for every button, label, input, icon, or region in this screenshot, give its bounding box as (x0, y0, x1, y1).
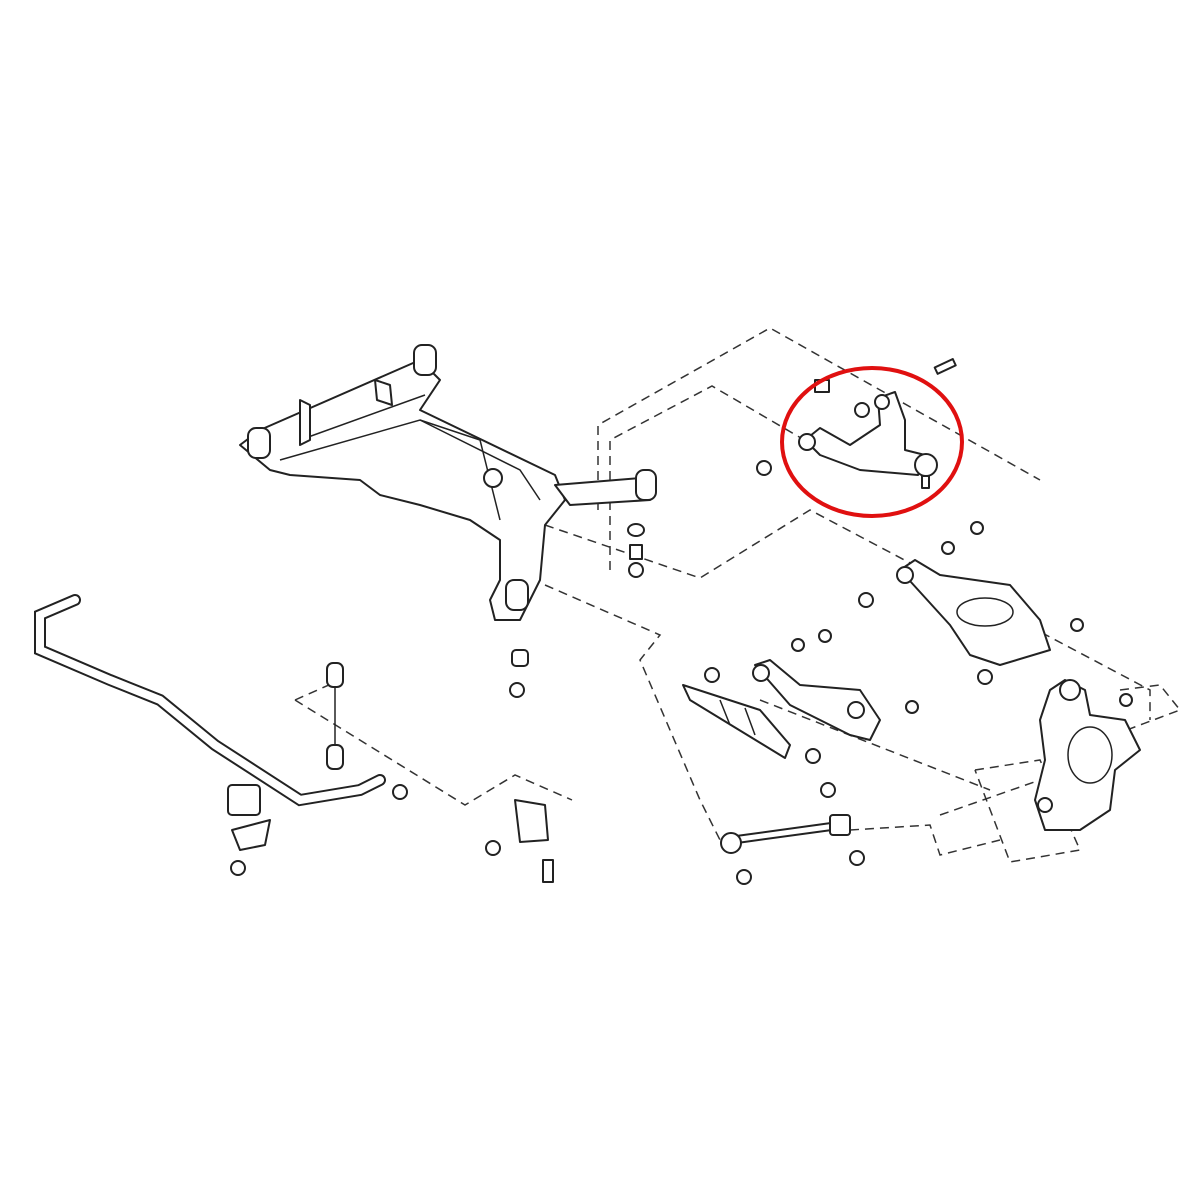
knuckle (1034, 679, 1141, 831)
stabilizer-bushing (227, 784, 271, 876)
lower-control-arm (858, 521, 1084, 685)
rear-subframe (239, 344, 566, 621)
radius-rod (704, 629, 919, 764)
upper-arm-highlighted (756, 358, 964, 518)
highlight-circle (780, 366, 964, 518)
stabilizer-link (326, 662, 408, 800)
stabilizer-bar (34, 594, 386, 807)
leader-lines (294, 327, 1182, 863)
upper-link (509, 469, 657, 698)
toe-link (720, 782, 865, 885)
link-cover (682, 684, 791, 759)
link-bracket (485, 799, 554, 883)
